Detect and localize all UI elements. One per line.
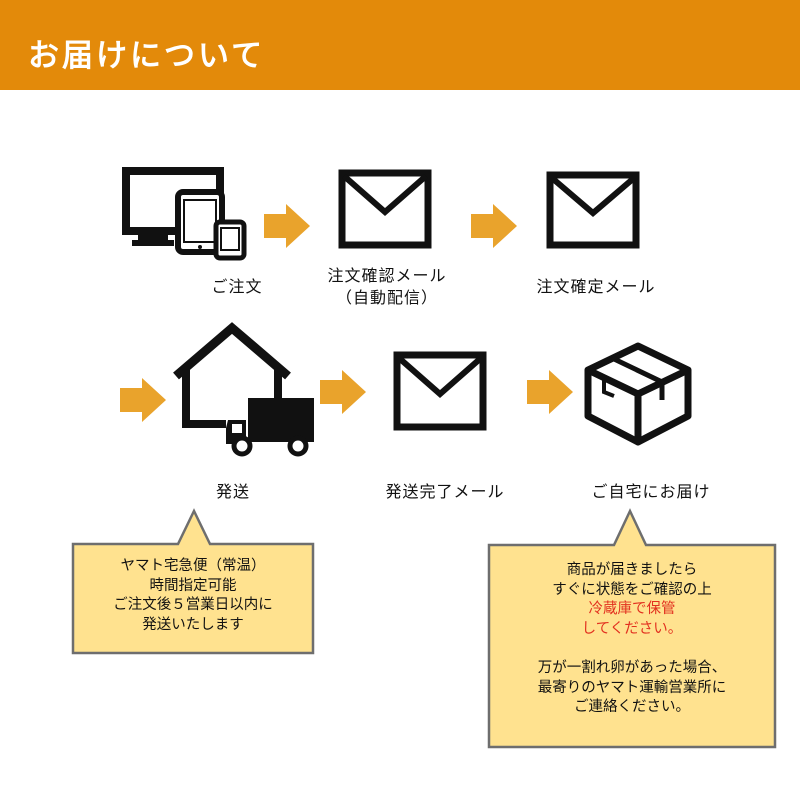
arrow-right-icon <box>264 204 310 248</box>
arrow-right-icon <box>527 370 573 414</box>
devices-icon <box>122 167 247 261</box>
header-bar: お届けについて <box>0 0 800 90</box>
delivery-note-text: 商品が届きましたら すぐに状態をご確認の上 冷蔵庫で保管 してください。 万が一… <box>489 561 775 718</box>
step-label-confirm-auto: 注文確認メール （自動配信） <box>327 266 447 307</box>
envelope-icon <box>546 171 640 249</box>
arrow-right-icon <box>120 378 166 422</box>
storage-warning: 冷蔵庫で保管 <box>588 601 676 618</box>
house-truck-icon <box>173 322 314 457</box>
page-title: お届けについて <box>28 38 266 74</box>
step-label-deliver: ご自宅にお届け <box>591 482 711 501</box>
shipping-note-text: ヤマト宅急便（常温） 時間指定可能 ご注文後５営業日以内に 発送いたします <box>113 558 273 633</box>
step-label-order: ご注文 <box>211 277 263 296</box>
storage-warning-cont: してください。 <box>581 620 683 637</box>
arrow-right-icon <box>320 370 366 414</box>
delivery-note-bubble <box>487 508 777 749</box>
arrow-right-icon <box>471 204 517 248</box>
step-label-confirmed: 注文確定メール <box>536 277 656 296</box>
envelope-icon <box>338 169 432 249</box>
shipping-note-bubble <box>71 508 315 655</box>
package-icon <box>584 342 692 446</box>
envelope-icon <box>393 351 487 431</box>
step-label-ship: 発送 <box>215 482 250 501</box>
step-label-shipped: 発送完了メール <box>385 482 505 501</box>
